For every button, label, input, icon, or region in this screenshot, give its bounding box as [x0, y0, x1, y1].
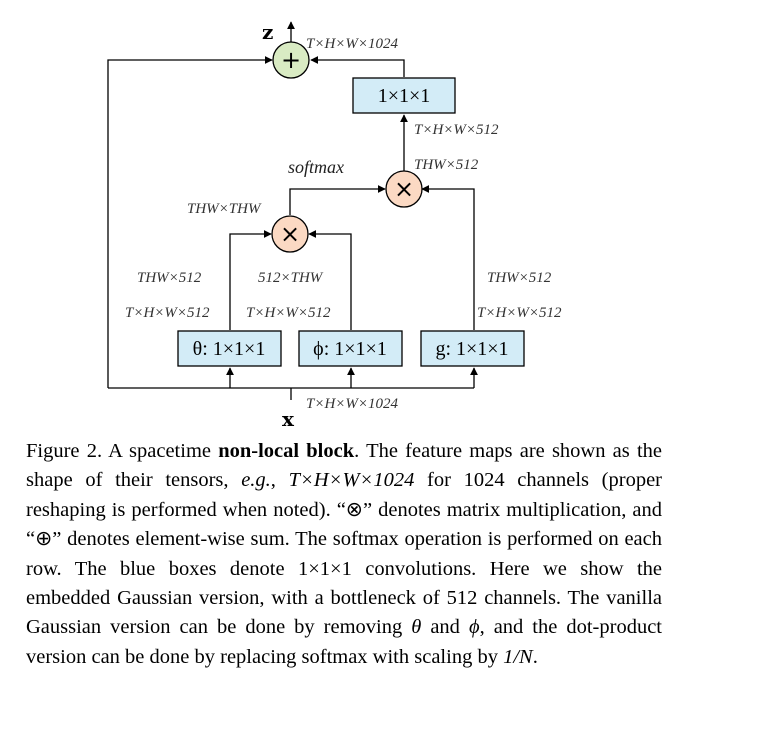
caption-text-2: , [270, 469, 289, 492]
top-conv-label: 1×1×1 [378, 85, 431, 107]
residual-connection [107, 56, 273, 388]
caption-phi: ϕ [468, 616, 480, 639]
g-to-mul2 [421, 185, 475, 330]
caption-bold-term: non-local block [218, 440, 355, 462]
caption-text-1: . The feature maps are shown as the shap… [26, 440, 662, 492]
top-conv-box: 1×1×1 [352, 77, 456, 114]
caption-scale: 1/N [503, 645, 533, 668]
conv-to-sum [310, 56, 405, 77]
phi-conv-label: ϕ: 1×1×1 [313, 338, 387, 360]
shape-phi-reshaped: 512×THW [258, 270, 324, 286]
caption-text-5: and [421, 616, 469, 639]
input-label-x: x [282, 407, 295, 431]
caption-shape: T×H×W×1024 [288, 469, 415, 492]
shape-g-out: T×H×W×512 [477, 305, 562, 321]
matmul-node-1: × [271, 215, 309, 253]
sum-symbol: + [281, 46, 301, 74]
g-conv-label: g: 1×1×1 [435, 338, 508, 360]
shape-mul2-out: THW×512 [414, 157, 479, 173]
caption-text-3: for 1024 channels (proper reshaping is p… [26, 469, 663, 580]
shape-after-mul2: T×H×W×512 [414, 122, 499, 138]
phi-to-mul1 [308, 230, 352, 330]
theta-to-mul1 [229, 230, 272, 330]
mul1-to-mul2 [289, 185, 386, 215]
caption-conv: 1×1×1 [297, 557, 352, 580]
softmax-label: softmax [288, 157, 344, 177]
shape-top-out: T×H×W×1024 [306, 36, 399, 52]
caption-text-4: convolutions. Here we show the embedded … [26, 557, 662, 639]
shape-g-reshaped: THW×512 [487, 270, 552, 286]
sum-node: + [272, 41, 310, 79]
shape-phi-out: T×H×W×512 [246, 305, 331, 321]
matmul-symbol-2: × [394, 175, 414, 203]
caption-text-6: , and the dot-product version can be don… [26, 616, 662, 668]
shape-theta-out: T×H×W×512 [125, 305, 210, 321]
connections [107, 21, 478, 400]
caption-text-7: . [532, 645, 538, 668]
caption-eg: e.g. [241, 469, 271, 492]
shape-attention: THW×THW [187, 201, 262, 217]
caption-prefix: Figure 2. A spacetime [26, 440, 219, 462]
theta-conv-box: θ: 1×1×1 [177, 330, 282, 367]
phi-conv-box: ϕ: 1×1×1 [298, 330, 403, 367]
g-conv-box: g: 1×1×1 [420, 330, 525, 367]
output-label-z: z [262, 20, 273, 44]
shape-input: T×H×W×1024 [306, 396, 399, 412]
figure-caption: Figure 2. A spacetime non-local block. T… [26, 437, 662, 672]
caption-theta: θ [411, 616, 422, 639]
theta-conv-label: θ: 1×1×1 [193, 338, 266, 360]
matmul-node-2: × [385, 170, 423, 208]
non-local-block-diagram: 1×1×1 θ: 1×1×1 ϕ: 1×1×1 g: 1×1×1 + × × [107, 20, 562, 431]
matmul-symbol-1: × [280, 220, 300, 248]
shape-theta-reshaped: THW×512 [137, 270, 202, 286]
